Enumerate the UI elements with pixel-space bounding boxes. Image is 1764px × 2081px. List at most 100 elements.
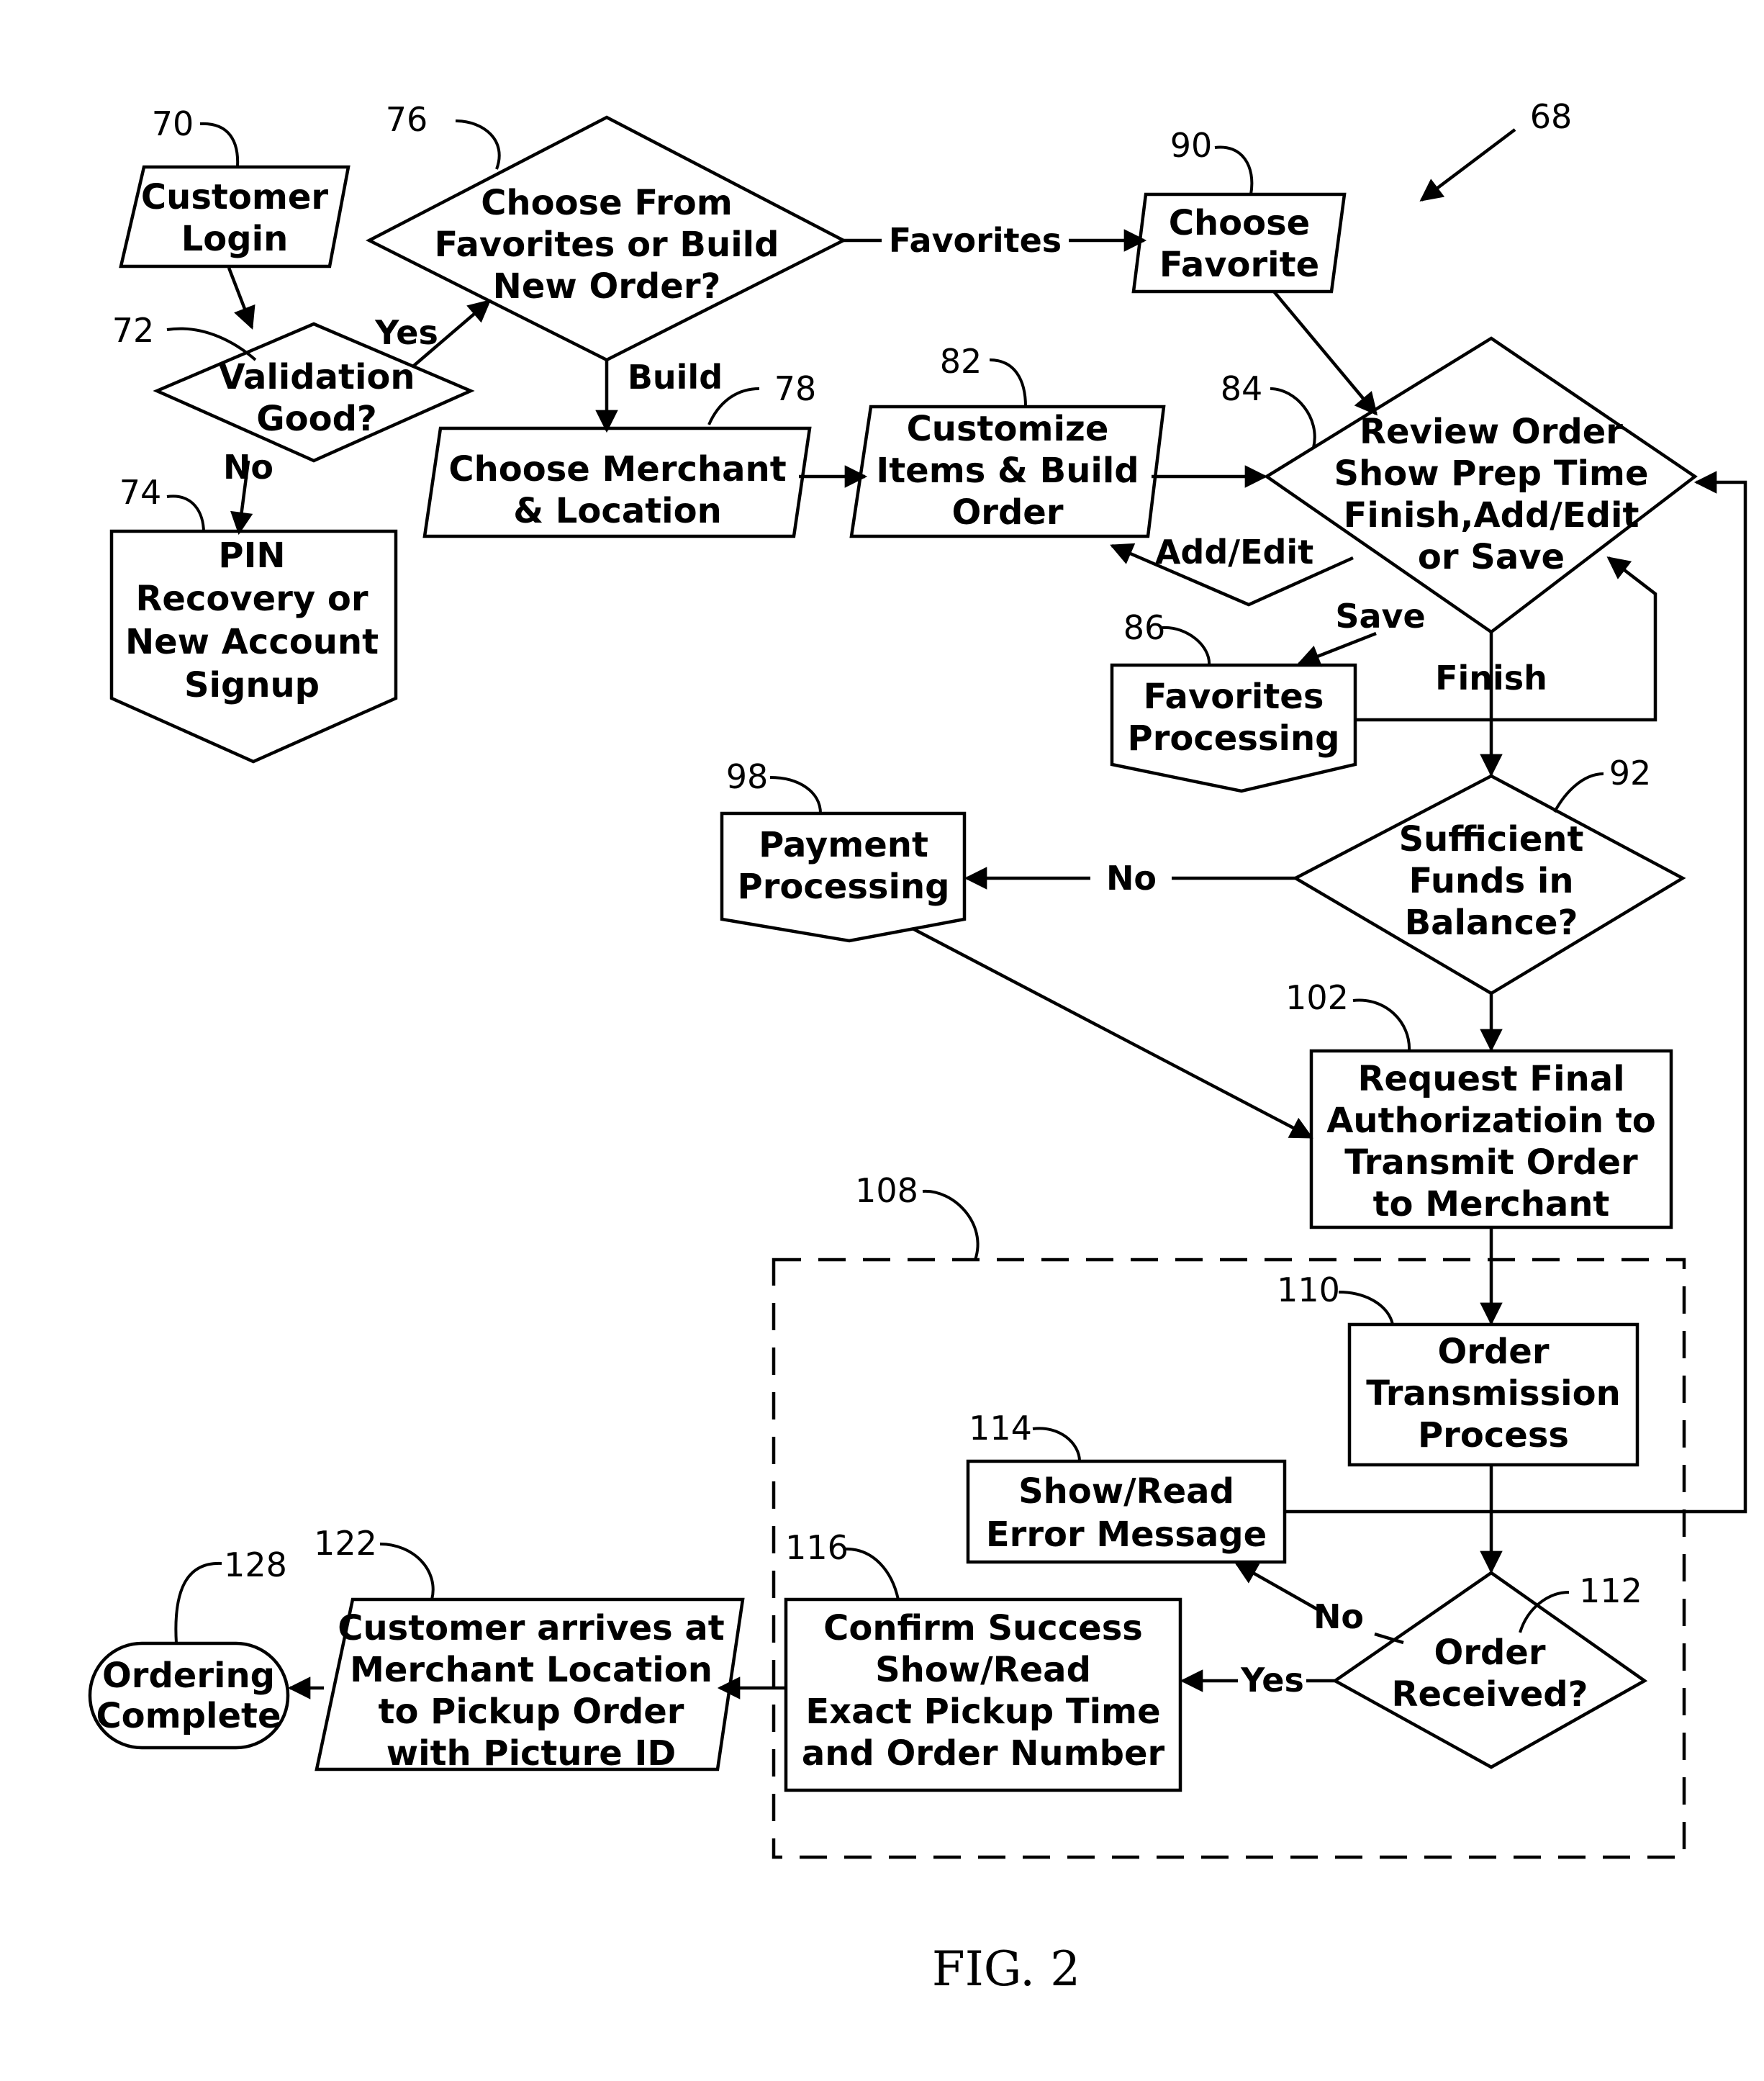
leader-112 — [1519, 1591, 1570, 1633]
leader-90 — [1214, 145, 1254, 195]
review-order-line: Finish,Add/Edit — [1344, 495, 1639, 536]
leader-122 — [379, 1543, 435, 1600]
show-error-line: Error Message — [986, 1515, 1267, 1555]
ordering-complete-line: Complete — [96, 1696, 281, 1736]
validation-good-diamond — [153, 322, 475, 463]
ref-74: 74 — [119, 473, 162, 512]
choose-merchant-text: Choose Merchant & Location — [448, 449, 786, 531]
show-error-text: Show/Read Error Message — [986, 1471, 1267, 1555]
customize-items-box — [849, 405, 1166, 538]
leader-92 — [1553, 772, 1604, 813]
leader-70 — [199, 122, 240, 168]
review-order-line: Review Order — [1360, 412, 1623, 452]
payment-processing-text: Payment Processing — [738, 825, 950, 907]
order-received-line: Received? — [1391, 1674, 1588, 1715]
customer-login-line: Customer — [141, 177, 328, 217]
edge-validation-yes — [412, 299, 492, 367]
order-transmission-line: Transmission — [1366, 1373, 1620, 1414]
ref-92: 92 — [1609, 754, 1652, 793]
confirm-success-text: Confirm Success Show/Read Exact Pickup T… — [802, 1608, 1165, 1774]
edge-label-no-validation: No — [223, 448, 273, 487]
favorites-processing-text: Favorites Processing — [1128, 677, 1340, 759]
ref-114: 114 — [969, 1409, 1032, 1448]
edge-add-edit — [1110, 543, 1354, 607]
customize-items-line: Order — [951, 492, 1063, 533]
ref-78: 78 — [774, 369, 817, 408]
customer-login-line: Login — [181, 219, 289, 259]
edge-label-no-funds: No — [1106, 859, 1157, 898]
review-order-line: or Save — [1418, 537, 1565, 577]
customer-login-text: Customer Login — [141, 177, 328, 259]
leader-82 — [989, 358, 1027, 407]
ref-112: 112 — [1579, 1571, 1642, 1610]
customer-arrives-line: with Picture ID — [386, 1733, 676, 1774]
leader-78 — [707, 387, 760, 425]
confirm-success-line: Confirm Success — [823, 1608, 1143, 1648]
customize-items-text: Customize Items & Build Order — [876, 409, 1139, 533]
ordering-complete-line: Ordering — [102, 1656, 275, 1696]
ref-102: 102 — [1285, 978, 1349, 1017]
ref-128: 128 — [224, 1545, 287, 1584]
customer-arrives-line: Customer arrives at — [338, 1608, 725, 1648]
choose-merchant-box — [422, 426, 812, 538]
pin-recovery-line: New Account — [125, 622, 379, 662]
ref-90: 90 — [1170, 126, 1213, 165]
validation-good-line: Good? — [256, 399, 377, 439]
customize-items-line: Items & Build — [876, 451, 1139, 491]
request-final-line: Authorizatioin to — [1326, 1101, 1656, 1141]
confirm-success-line: and Order Number — [802, 1733, 1165, 1774]
edge-save — [1297, 631, 1377, 667]
ref-122: 122 — [314, 1524, 377, 1563]
edge-favorites-return — [1357, 556, 1657, 722]
choose-favorite-box — [1131, 192, 1347, 294]
choose-from-line: New Order? — [493, 266, 721, 307]
validation-good-line: Validation — [218, 357, 415, 397]
confirm-success-line: Exact Pickup Time — [805, 1692, 1160, 1732]
sufficient-funds-line: Funds in — [1408, 861, 1573, 901]
edge-login-to-validation — [227, 267, 255, 330]
leader-72 — [166, 327, 257, 361]
favorites-processing-line: Processing — [1128, 718, 1340, 759]
customize-items-line: Customize — [907, 409, 1109, 449]
ref-98: 98 — [726, 757, 769, 796]
edge-favorite-to-review — [1272, 290, 1378, 416]
leader-110 — [1338, 1291, 1394, 1325]
request-final-text: Request Final Authorizatioin to Transmit… — [1326, 1059, 1656, 1224]
review-order-text: Review Order Show Prep Time Finish,Add/E… — [1334, 412, 1648, 577]
leader-86 — [1162, 626, 1211, 666]
edge-label-add-edit: Add/Edit — [1155, 533, 1313, 572]
ref-68-arrow — [1419, 128, 1516, 202]
review-order-line: Show Prep Time — [1334, 453, 1648, 494]
pin-recovery-shape — [109, 529, 398, 764]
ref-82: 82 — [940, 342, 982, 381]
group-108-boundary — [772, 1258, 1686, 1859]
edge-received-no — [1374, 1632, 1404, 1645]
ref-72: 72 — [112, 311, 155, 350]
leader-74 — [166, 495, 205, 533]
ref-76: 76 — [386, 100, 428, 139]
confirm-success-line: Show/Read — [875, 1650, 1091, 1690]
favorites-processing-line: Favorites — [1144, 677, 1324, 717]
ref-108: 108 — [855, 1171, 918, 1210]
customer-arrives-text: Customer arrives at Merchant Location to… — [338, 1608, 725, 1774]
customer-arrives-line: Merchant Location — [350, 1650, 713, 1690]
edge-payment-to-request — [911, 927, 1313, 1139]
edge-label-yes-validation: Yes — [374, 313, 438, 352]
order-transmission-text: Order Transmission Process — [1366, 1332, 1620, 1455]
leader-84 — [1270, 387, 1316, 448]
choose-merchant-line: Choose Merchant — [448, 449, 786, 489]
payment-processing-line: Processing — [738, 867, 950, 907]
pin-recovery-text: PIN Recovery or New Account Signup — [125, 536, 379, 705]
choose-from-text: Choose From Favorites or Build New Order… — [435, 183, 779, 307]
payment-processing-line: Payment — [759, 825, 928, 865]
ref-86: 86 — [1123, 608, 1166, 647]
ref-70: 70 — [152, 104, 194, 143]
order-received-text: Order Received? — [1391, 1633, 1588, 1715]
favorites-label-bg — [882, 215, 1069, 258]
show-error-line: Show/Read — [1018, 1471, 1234, 1512]
ref-84: 84 — [1221, 369, 1263, 408]
figure-caption: FIG. 2 — [932, 1941, 1080, 1997]
ref-68: 68 — [1530, 97, 1573, 136]
ordering-complete-text: Ordering Complete — [96, 1656, 281, 1736]
choose-favorite-text: Choose Favorite — [1159, 203, 1319, 285]
